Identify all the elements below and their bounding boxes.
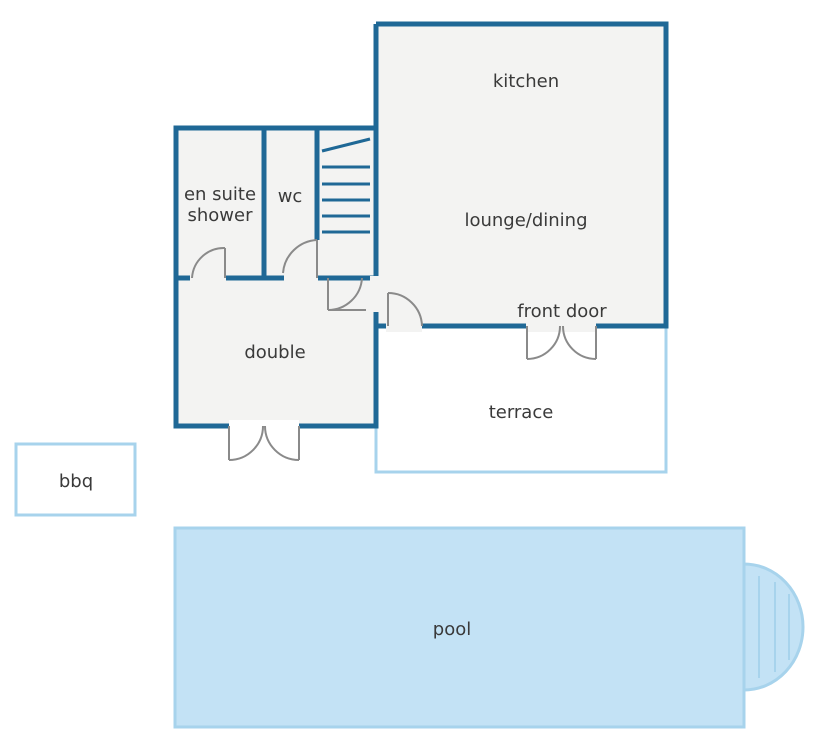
wc-door-swing [282,239,318,278]
door-gap [386,320,422,332]
double-label: double [244,342,305,363]
terrace-label: terrace [489,402,554,423]
lounge-floor [376,24,666,326]
lounge-door-swing [387,292,423,327]
door-gap [190,272,226,284]
stair-step [321,137,371,153]
wc-label: wc [278,186,303,207]
ensuite-label-line1: en suite [184,184,256,205]
bbq-label: bbq [59,471,93,492]
double-door-swing [327,277,366,312]
front-door-label: front door [517,301,607,322]
ensuite-label-line2: shower [188,205,254,226]
front-door-swing [526,325,597,360]
door-gap [370,276,382,312]
lounge-dining-label: lounge/dining [464,210,587,231]
door-gap [284,272,318,284]
ensuite-door-swing [191,246,226,279]
west-wing-wall [173,125,379,429]
kitchen-label: kitchen [493,71,559,92]
pool-basin [173,526,746,729]
double-french-door [228,425,300,461]
terrace-outline [374,326,668,474]
pool-semicircle-step [742,562,805,692]
bbq-outline [14,442,137,517]
lounge-wall [373,21,669,329]
pool-label: pool [433,619,471,640]
